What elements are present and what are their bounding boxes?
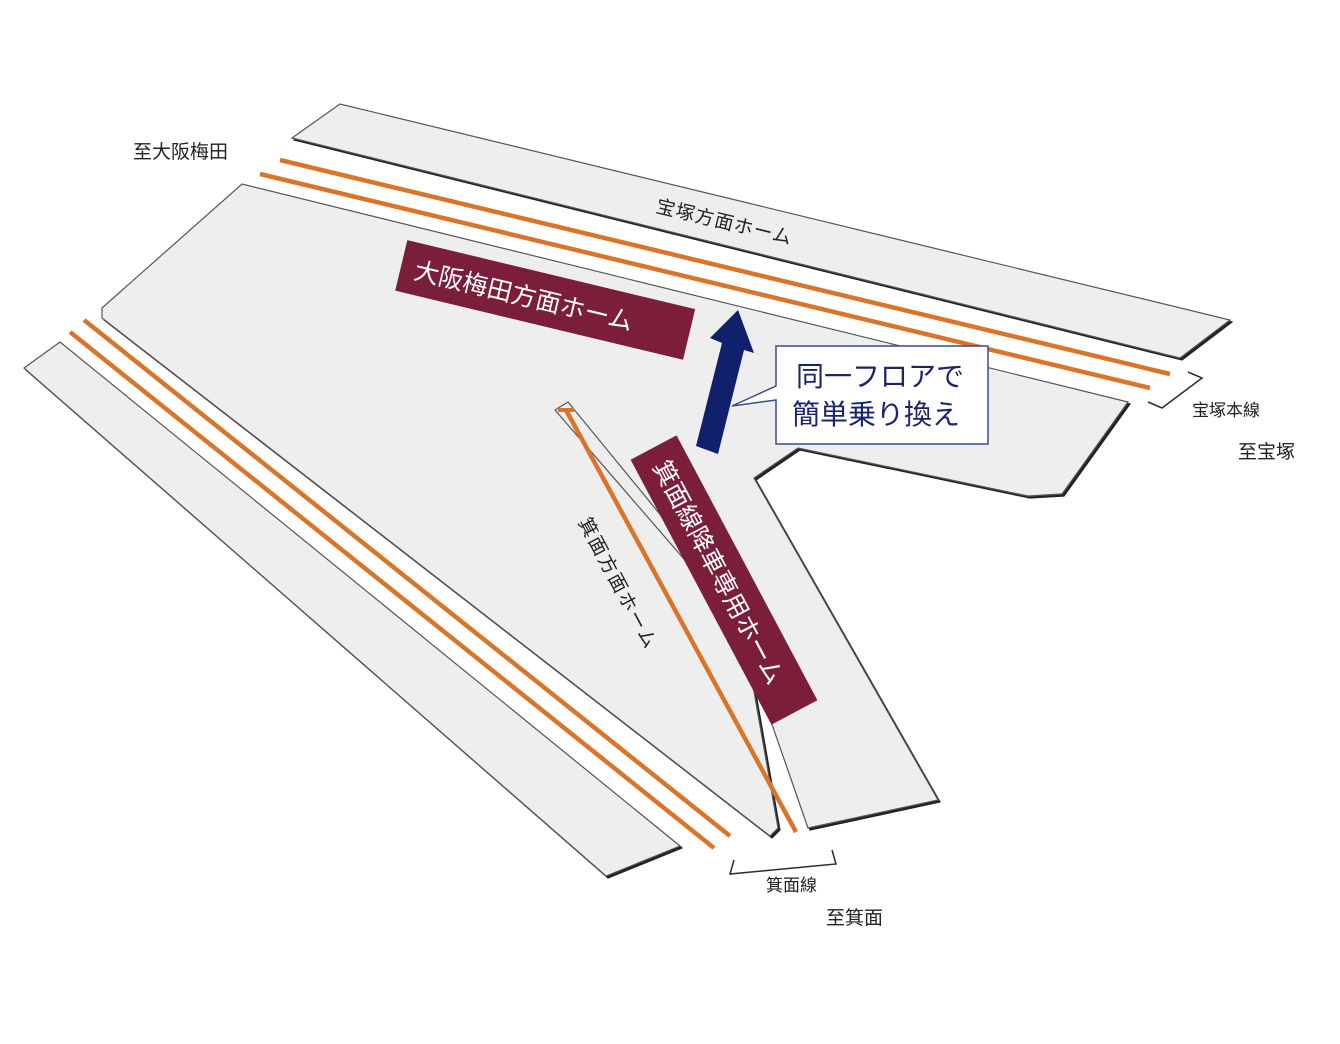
track-minoh-2 (68, 330, 716, 850)
transfer-arrow-icon (696, 310, 754, 454)
track-minoh-alighting (564, 408, 798, 834)
label-to-osaka-umeda: 至大阪梅田 (133, 141, 228, 163)
takarazuka-platform-shape (290, 103, 1232, 359)
track-takarazuka-1 (279, 157, 1171, 377)
label-to-minoh: 至箕面 (826, 907, 883, 929)
track-minoh-1 (82, 318, 732, 838)
callout-line1: 同一フロアで (796, 360, 964, 393)
label-takarazuka-main-line: 宝塚本線 (1192, 401, 1260, 421)
callout-line2: 簡単乗り換え (792, 398, 960, 431)
label-to-takarazuka: 至宝塚 (1238, 441, 1295, 463)
label-minoh-line: 箕面線 (766, 876, 817, 896)
track-takarazuka-2 (259, 171, 1151, 391)
takarazuka-line-bracket (1147, 371, 1204, 409)
minoh-line-bracket (728, 849, 837, 875)
minoh-platform-shape (23, 341, 682, 877)
transfer-callout: 同一フロアで 簡単乗り換え (731, 345, 989, 445)
